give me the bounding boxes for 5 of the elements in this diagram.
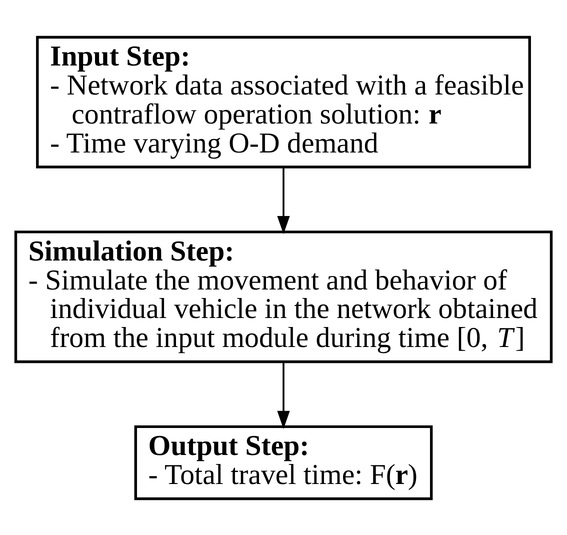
arrow (277, 166, 290, 234)
node-box: Output Step: - Total travel time: F(r) (134, 424, 433, 500)
node-box: Input Step: - Network data associated with a feasible contraflow operation solution: r - Time varying O-D demand (36, 35, 531, 168)
node-box: Simulation Step: - Simulate the movement and behavior of individual vehicle in the network obtained from the input module during time [0, T] (14, 230, 553, 363)
arrow (277, 361, 290, 428)
